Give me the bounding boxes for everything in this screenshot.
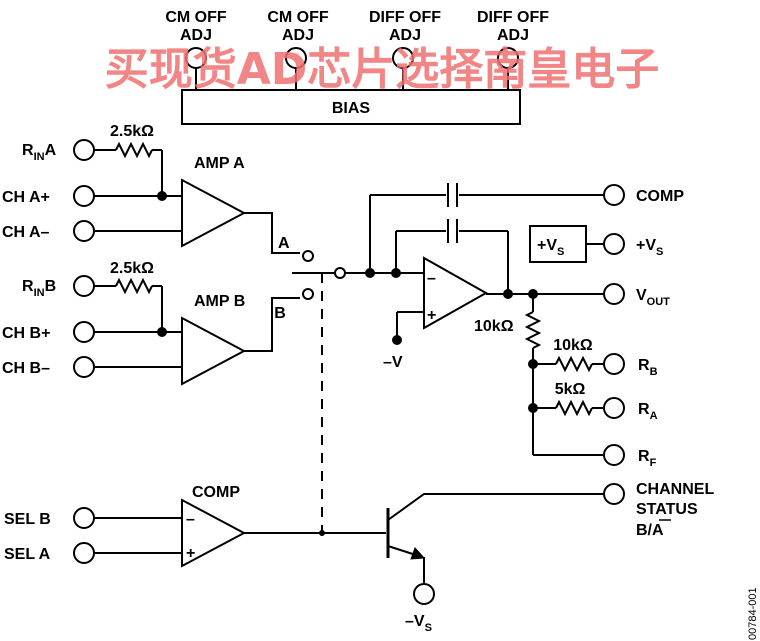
amp-b-section: RINB 2.5kΩ CH B+ CH B– AMP B B — [2, 260, 314, 386]
ch-a-minus-pin — [73, 220, 95, 242]
resistor-2k5-b-value: 2.5kΩ — [110, 260, 154, 277]
ch-a-minus-label: CH A– — [2, 224, 50, 241]
comparator-title: COMP — [192, 484, 240, 501]
channel-status-pin — [603, 483, 625, 505]
top-pin-cm-off-adj-2: CM OFF ADJ — [267, 9, 329, 69]
output-amp-minus: – — [427, 270, 436, 287]
vout-pin — [603, 283, 625, 305]
resistor-rb-value: 10kΩ — [553, 337, 593, 354]
comparator-section: SEL B SEL A COMP – + –VS CHANNEL STATUS … — [4, 481, 714, 634]
svg-text:ADJ: ADJ — [180, 27, 212, 44]
switch-and-output-stage: COMP – + –V VOUT +VS +VS 10kΩ — [292, 183, 684, 532]
amp-b-title: AMP B — [194, 293, 245, 310]
top-pin-diff-off-adj-2: DIFF OFF ADJ — [477, 9, 549, 69]
ch-b-plus-label: CH B+ — [2, 325, 50, 342]
rin-b-pin — [73, 275, 95, 297]
svg-text:ADJ: ADJ — [497, 27, 529, 44]
rin-a-pin — [73, 139, 95, 161]
svg-text:ADJ: ADJ — [282, 27, 314, 44]
plus-vs-pin — [603, 233, 625, 255]
top-pin-cm-off-adj-1: CM OFF ADJ — [165, 9, 227, 69]
svg-text:+VS: +VS — [537, 237, 564, 258]
neg-v-label: –V — [383, 354, 403, 371]
neg-vs-label: –VS — [405, 613, 432, 634]
rin-a-label: RINA — [22, 142, 57, 163]
switch-contact-a — [302, 250, 314, 262]
switch-common-contact — [334, 267, 346, 279]
neg-vs-pin — [413, 583, 435, 605]
switch-contact-b — [302, 288, 314, 300]
svg-text:CM OFF: CM OFF — [165, 9, 227, 26]
comparator-plus: + — [186, 545, 195, 562]
resistor-rb-10k — [555, 355, 593, 373]
amp-a-section: RINA 2.5kΩ CH A+ CH A– AMP A A — [2, 123, 314, 262]
ch-b-minus-pin — [73, 356, 95, 378]
vout-label: VOUT — [636, 287, 670, 308]
rf-label: RF — [638, 448, 657, 469]
sel-b-pin — [73, 507, 95, 529]
ch-b-minus-label: CH B– — [2, 360, 50, 377]
channel-status-line2: STATUS — [636, 501, 698, 518]
sel-a-label: SEL A — [4, 546, 51, 563]
transistor-emitter-arrow — [410, 547, 426, 560]
watermark-text: 买现货AD芯片选择南皇电子 — [105, 44, 660, 95]
amp-b-triangle — [181, 316, 247, 386]
resistor-ra-5k — [555, 399, 593, 417]
plus-vs-label: +VS — [636, 237, 663, 258]
rb-pin — [603, 353, 625, 375]
bias-block: BIAS — [181, 68, 521, 125]
top-pin-diff-off-adj-1: DIFF OFF ADJ — [369, 9, 441, 69]
output-amp-triangle — [423, 256, 489, 330]
ra-pin — [603, 397, 625, 419]
resistor-2k5-b — [115, 277, 153, 295]
resistor-ra-value: 5kΩ — [555, 381, 586, 398]
ra-label: RA — [638, 401, 658, 422]
sel-b-label: SEL B — [4, 511, 51, 528]
ch-a-plus-label: CH A+ — [2, 189, 50, 206]
rin-b-label: RINB — [22, 278, 56, 299]
output-amp-plus: + — [427, 307, 436, 324]
ch-a-plus-pin — [73, 185, 95, 207]
comparator-minus: – — [186, 511, 195, 528]
comp-pin-label: COMP — [636, 188, 684, 205]
figure-id: 00784-001 — [747, 587, 759, 640]
svg-text:DIFF OFF: DIFF OFF — [369, 9, 441, 26]
rf-pin — [603, 444, 625, 466]
svg-text:ADJ: ADJ — [389, 27, 421, 44]
comparator-triangle — [181, 498, 247, 568]
resistor-2k5-a — [115, 141, 153, 159]
channel-status-line1: CHANNEL — [636, 481, 714, 498]
feedback-resistor-10k-value: 10kΩ — [474, 318, 514, 335]
resistor-2k5-a-value: 2.5kΩ — [110, 123, 154, 140]
feedback-resistor-10k — [524, 311, 542, 349]
ch-b-plus-pin — [73, 321, 95, 343]
comp-pin — [603, 184, 625, 206]
amp-a-triangle — [181, 178, 247, 248]
svg-text:DIFF OFF: DIFF OFF — [477, 9, 549, 26]
sel-a-pin — [73, 542, 95, 564]
channel-status-line3: B/A — [636, 522, 664, 539]
svg-text:CM OFF: CM OFF — [267, 9, 329, 26]
switch-label-a: A — [278, 235, 290, 252]
bias-label: BIAS — [332, 100, 371, 117]
rb-label: RB — [638, 357, 658, 378]
amp-a-title: AMP A — [194, 155, 245, 172]
switch-label-b: B — [274, 305, 286, 322]
